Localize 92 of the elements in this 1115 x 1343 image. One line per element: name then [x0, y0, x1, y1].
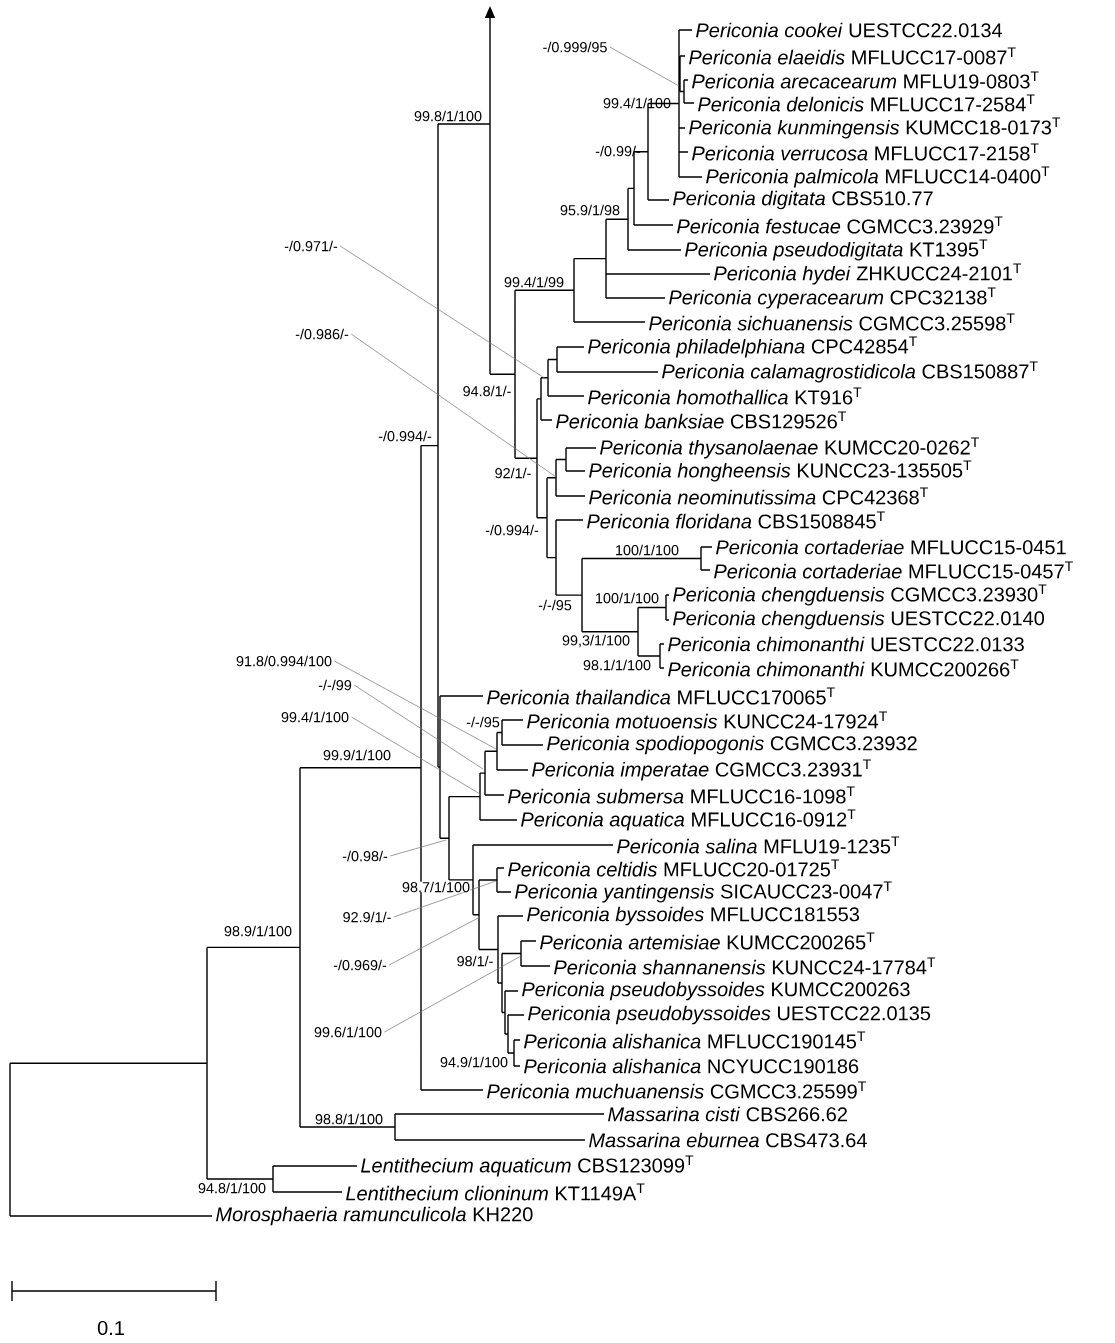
support-value: -/0.994/- — [485, 524, 539, 536]
support-value: 98.7/1/100 — [401, 881, 471, 893]
taxon-label: Massarina cisti CBS266.62 — [608, 1106, 847, 1122]
taxon-label: Periconia shannanensis KUNCC24-17784$^{T}$ — [554, 957, 936, 975]
leader-line — [350, 333, 557, 478]
taxon-label: Periconia chimonanthi KUMCC200266$^{T}$ — [668, 659, 1019, 677]
leader-line — [339, 245, 547, 380]
leader-line — [389, 839, 447, 857]
taxon-label: Periconia delonicis MFLUCC17-2584$^{T}$ — [698, 94, 1035, 112]
support-value: 99.6/1/100 — [314, 1026, 382, 1038]
leader-line — [393, 880, 497, 918]
taxon-label: Periconia cookei UESTCC22.0134 — [696, 22, 1003, 38]
taxon-label: Periconia cortaderiae MFLUCC15-0451 — [716, 539, 1066, 555]
leader-line — [353, 684, 484, 770]
support-value: 99,3/1/100 — [562, 634, 630, 648]
taxon-label: Periconia kunmingensis KUMCC18-0173$^{T}$ — [689, 117, 1061, 139]
taxon-label: Periconia cyperacearum CPC32138$^{T}$ — [669, 287, 996, 309]
taxon-label: Periconia palmicola MFLUCC14-0400$^{T}$ — [706, 166, 1050, 188]
taxon-label: Periconia spodiopogonis CGMCC3.23932 — [547, 735, 917, 755]
support-value: 91.8/0.994/100 — [236, 655, 332, 667]
support-value: -/0.971/- — [284, 240, 338, 252]
support-value: 99.8/1/100 — [414, 110, 482, 122]
leader-line — [388, 916, 481, 966]
leader-line — [609, 46, 680, 87]
taxon-label: Periconia elaeidis MFLUCC17-0087$^{T}$ — [689, 47, 1016, 65]
leader-line — [351, 716, 481, 795]
taxon-label: Periconia cortaderiae MFLUCC15-0457$^{T}$ — [714, 561, 1073, 579]
taxon-label: Periconia celtidis MFLUCC20-01725$^{T}$ — [508, 859, 840, 877]
support-value: 95.9/1/98 — [560, 204, 620, 216]
taxon-label: Periconia motuoensis KUNCC24-17924$^{T}$ — [527, 711, 887, 729]
leader-line — [334, 660, 497, 750]
taxon-label: Morosphaeria ramunculicola KH220 — [216, 1206, 533, 1226]
taxon-label: Periconia alishanica MFLUCC190145$^{T}$ — [524, 1031, 866, 1049]
support-value: -/-/95 — [466, 716, 500, 728]
support-value: 94.8/1/100 — [198, 1182, 266, 1194]
taxon-label: Periconia salina MFLU19-1235$^{T}$ — [617, 836, 900, 854]
taxon-label: Periconia homothallica KT916$^{T}$ — [588, 387, 862, 405]
taxon-label: Periconia arecacearum MFLU19-0803$^{T}$ — [692, 71, 1039, 89]
taxon-label: Periconia imperatae CGMCC3.23931$^{T}$ — [532, 759, 871, 781]
support-value: 98/1/- — [457, 955, 493, 967]
taxon-label: Periconia festucae CGMCC3.23929$^{T}$ — [677, 216, 1003, 234]
taxon-label: Periconia hydei ZHKUCC24-2101$^{T}$ — [714, 263, 1022, 285]
support-value: -/-/99 — [318, 679, 352, 691]
taxon-label: Periconia muchuanensis CGMCC3.25599$^{T}$ — [487, 1081, 866, 1099]
taxon-label: Periconia chengduensis CGMCC3.23930$^{T}$ — [673, 584, 1047, 606]
support-value: -/0.994/- — [378, 430, 432, 442]
taxon-label: Periconia verrucosa MFLUCC17-2158$^{T}$ — [692, 143, 1039, 161]
taxon-label: Periconia pseudobyssoides KUMCC200263 — [522, 981, 910, 1001]
taxon-label: Periconia byssoides MFLUCC181553 — [527, 906, 859, 926]
support-value: 99.4/1/100 — [603, 97, 671, 109]
support-value: -/0.999/95 — [543, 41, 607, 53]
taxon-label: Periconia pseudodigitata KT1395$^{T}$ — [685, 239, 988, 261]
taxon-label: Periconia pseudobyssoides UESTCC22.0135 — [528, 1005, 931, 1025]
support-value: -/0.969/- — [333, 959, 387, 971]
support-value: 98.9/1/100 — [224, 925, 292, 937]
taxon-label: Periconia thysanolaenae KUMCC20-0262$^{T}$ — [600, 437, 979, 459]
taxon-label: Periconia banksiae CBS129526$^{T}$ — [556, 411, 847, 429]
support-value: 92.9/1/- — [343, 911, 391, 923]
scale-label: 0.1 — [97, 1320, 124, 1336]
taxon-label: Periconia thailandica MFLUCC170065$^{T}$ — [487, 687, 835, 705]
taxon-label: Periconia chimonanthi UESTCC22.0133 — [668, 636, 1024, 652]
taxon-label: Periconia digitata CBS510.77 — [673, 190, 933, 210]
leader-line — [384, 955, 522, 1033]
taxon-label: Periconia floridana CBS1508845$^{T}$ — [587, 511, 885, 529]
support-value: 98.1/1/100 — [583, 659, 651, 671]
support-value: 98.8/1/100 — [315, 1113, 383, 1125]
taxon-label: Periconia aquatica MFLUCC16-0912$^{T}$ — [521, 809, 856, 831]
support-value: -/0.99/- — [595, 145, 641, 157]
taxon-label: Periconia chengduensis UESTCC22.0140 — [673, 610, 1045, 630]
taxon-label: Periconia neominutissima CPC42368$^{T}$ — [589, 487, 928, 505]
support-value: 99.4/1/99 — [504, 276, 564, 288]
taxon-label: Lentithecium clioninum KT1149A$^{T}$ — [346, 1183, 645, 1201]
taxon-label: Periconia hongheensis KUNCC23-135505$^{T}$ — [589, 460, 972, 482]
taxon-label: Periconia yantingensis SICAUCC23-0047$^{T}$ — [515, 881, 892, 903]
taxon-label: Periconia philadelphiana CPC42854$^{T}$ — [588, 336, 917, 358]
support-value: -/0.986/- — [295, 328, 349, 340]
support-value: 100/1/100 — [596, 592, 659, 604]
taxon-label: Periconia calamagrostidicola CBS150887$^{T}$ — [662, 361, 1038, 383]
taxon-label: Periconia submersa MFLUCC16-1098$^{T}$ — [508, 786, 855, 804]
taxon-label: Periconia sichuanensis CGMCC3.25598$^{T}$ — [649, 313, 1015, 331]
taxon-label: Massarina eburnea CBS473.64 — [589, 1132, 867, 1148]
support-value: 94.8/1/- — [463, 385, 511, 397]
taxon-label: Periconia artemisiae KUMCC200265$^{T}$ — [540, 932, 875, 950]
support-value: 100/1/100 — [616, 544, 679, 556]
support-value: -/-/95 — [538, 599, 572, 611]
support-value: -/0.98/- — [342, 850, 388, 862]
taxon-label: Lentithecium aquaticum CBS123099$^{T}$ — [361, 1155, 694, 1177]
taxon-label: Periconia alishanica NCYUCC190186 — [524, 1058, 859, 1074]
support-value: 94.9/1/100 — [440, 1056, 508, 1068]
support-value: 92/1/- — [495, 467, 531, 479]
support-value: 99.9/1/100 — [323, 749, 391, 761]
support-value: 99.4/1/100 — [281, 711, 349, 723]
